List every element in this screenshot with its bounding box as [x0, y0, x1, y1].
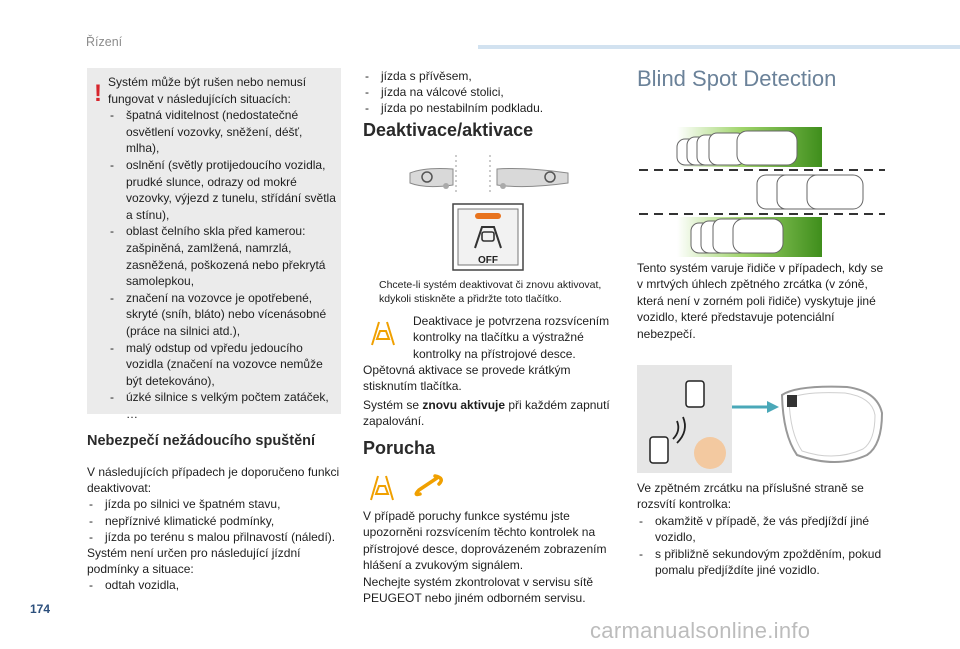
switch-knob-right [500, 183, 506, 189]
car-icon [481, 231, 495, 242]
mirror-glass [788, 392, 876, 457]
deactivation-heading: Deaktivace/aktivace [363, 120, 534, 140]
list-item: okamžitě v případě, že vás předjíždí jin… [637, 513, 887, 546]
deactivation-note: Chcete-li systém deaktivovat či znovu ak… [365, 278, 620, 306]
warning-text: Systém může být rušen nebo nemusí fungov… [108, 74, 336, 422]
list-item: úzké silnice s velkým počtem zatáček, … [108, 389, 336, 422]
orange-dot-pattern [694, 437, 726, 469]
failure-heading: Porucha [363, 438, 436, 458]
mirror-illustration [637, 365, 884, 473]
list-item: s přibližně sekundovým zpožděním, pokud … [637, 546, 887, 579]
list-item: jízda s přívěsem, [363, 68, 613, 84]
list-item: značení na vozovce je opotřebené, skryté… [108, 290, 336, 340]
unwanted-note: Systém není určen pro následující jízdní… [87, 546, 301, 577]
car [736, 130, 798, 166]
lane-lines [370, 475, 394, 501]
warning-lane-icon [371, 321, 395, 346]
failure-text-2: Nechejte systém zkontrolovat v servisu s… [363, 574, 594, 606]
car [732, 218, 784, 254]
warning-intro: Systém může být rušen nebo nemusí fungov… [108, 75, 307, 106]
list-item: odtah vozidla, [87, 577, 349, 593]
side-mirror [780, 385, 884, 463]
reactivation-text: Opětovná aktivace se provede krátkým sti… [363, 363, 571, 394]
switch-knob-left [443, 183, 449, 189]
list-item: oblast čelního skla před kamerou: zašpin… [108, 223, 336, 289]
blind-spot-diagram [639, 127, 885, 257]
switch-right [496, 168, 569, 188]
car-icon [685, 380, 705, 408]
car-shape [374, 485, 390, 495]
lane-car-icon [474, 226, 502, 249]
unwanted-intro: V následujících případech je doporučeno … [87, 465, 340, 496]
mirror-warning-text: Ve zpětném zrcátku na příslušné straně s… [637, 480, 887, 578]
failure-icons [370, 474, 443, 501]
page-number: 174 [30, 602, 51, 616]
off-label: OFF [478, 255, 498, 266]
unwanted-list: jízda po silnici ve špatném stavu, nepří… [87, 496, 349, 545]
continued-list: jízda s přívěsem, jízda na válcové stoli… [363, 68, 613, 117]
failure-text: V případě poruchy funkce systému jste up… [363, 508, 618, 606]
mirror-warning-list: okamžitě v případě, že vás předjíždí jin… [637, 513, 887, 579]
watermark: carmanualsonline.info [590, 618, 811, 643]
list-item: jízda po terénu s malou přilnavostí (nál… [87, 529, 349, 545]
list-item: jízda po nestabilním podkladu. [363, 100, 613, 116]
blind-spot-description: Tento systém varuje řidiče v případech, … [637, 261, 884, 341]
header-accent-bar [478, 45, 960, 49]
text-part: Systém se [363, 398, 423, 412]
cars-bottom [690, 218, 784, 254]
failure-text-1: V případě poruchy funkce systému jste up… [363, 509, 607, 573]
continued-items: jízda s přívěsem, jízda na válcové stoli… [363, 68, 613, 117]
cars-top [676, 130, 798, 166]
warning-list: špatná viditelnost (nedostatečné osvětle… [108, 107, 336, 422]
steering-wheel-icon [544, 171, 556, 183]
pointer-arrow [767, 401, 779, 413]
list-item: oslnění (světly protijedoucího vozidla, … [108, 157, 336, 223]
lane-lines [371, 321, 395, 346]
bold-text: znovu aktivuje [422, 398, 506, 412]
deactivation-confirm: Deaktivace je potvrzena rozsvícením kont… [413, 314, 610, 361]
signal-waves-icon [672, 416, 686, 444]
car [806, 174, 864, 210]
list-item: malý odstup od vpředu jedoucího vozidla … [108, 340, 336, 390]
indicator-light [475, 213, 501, 219]
mirror-warning-intro: Ve zpětném zrcátku na příslušné straně s… [637, 481, 864, 512]
cars-middle [756, 174, 864, 210]
steering-wheel-icon [421, 171, 433, 183]
section-label: Řízení [86, 35, 123, 49]
text-part: při každém zapnutí zapalování. [363, 398, 610, 429]
warning-exclamation-icon: ! [94, 80, 102, 107]
unwanted-list-2: odtah vozidla, [87, 577, 349, 593]
warning-lamp-icon [787, 395, 797, 407]
warning-box: ! Systém může být rušen nebo nemusí fung… [87, 68, 341, 421]
note-text: Chcete-li systém deaktivovat či znovu ak… [379, 279, 602, 305]
wrench-icon [414, 474, 443, 497]
car-shape [375, 330, 391, 340]
unwanted-body: V následujících případech je doporučeno … [87, 464, 349, 594]
car-icon [649, 436, 669, 464]
list-item: nepříznivé klimatické podmínky, [87, 513, 349, 529]
list-item: jízda na válcové stolici, [363, 84, 613, 100]
blind-spot-heading: Blind Spot Detection [637, 66, 837, 91]
list-item: špatná viditelnost (nedostatečné osvětle… [108, 107, 336, 157]
unwanted-heading: Nebezpečí nežádoucího spuštění [87, 433, 316, 449]
button-location-illustration: OFF [409, 155, 569, 271]
auto-reactivation-text: Systém se znovu aktivuje při každém zapn… [363, 397, 618, 430]
list-item: jízda po silnici ve špatném stavu, [87, 496, 349, 512]
